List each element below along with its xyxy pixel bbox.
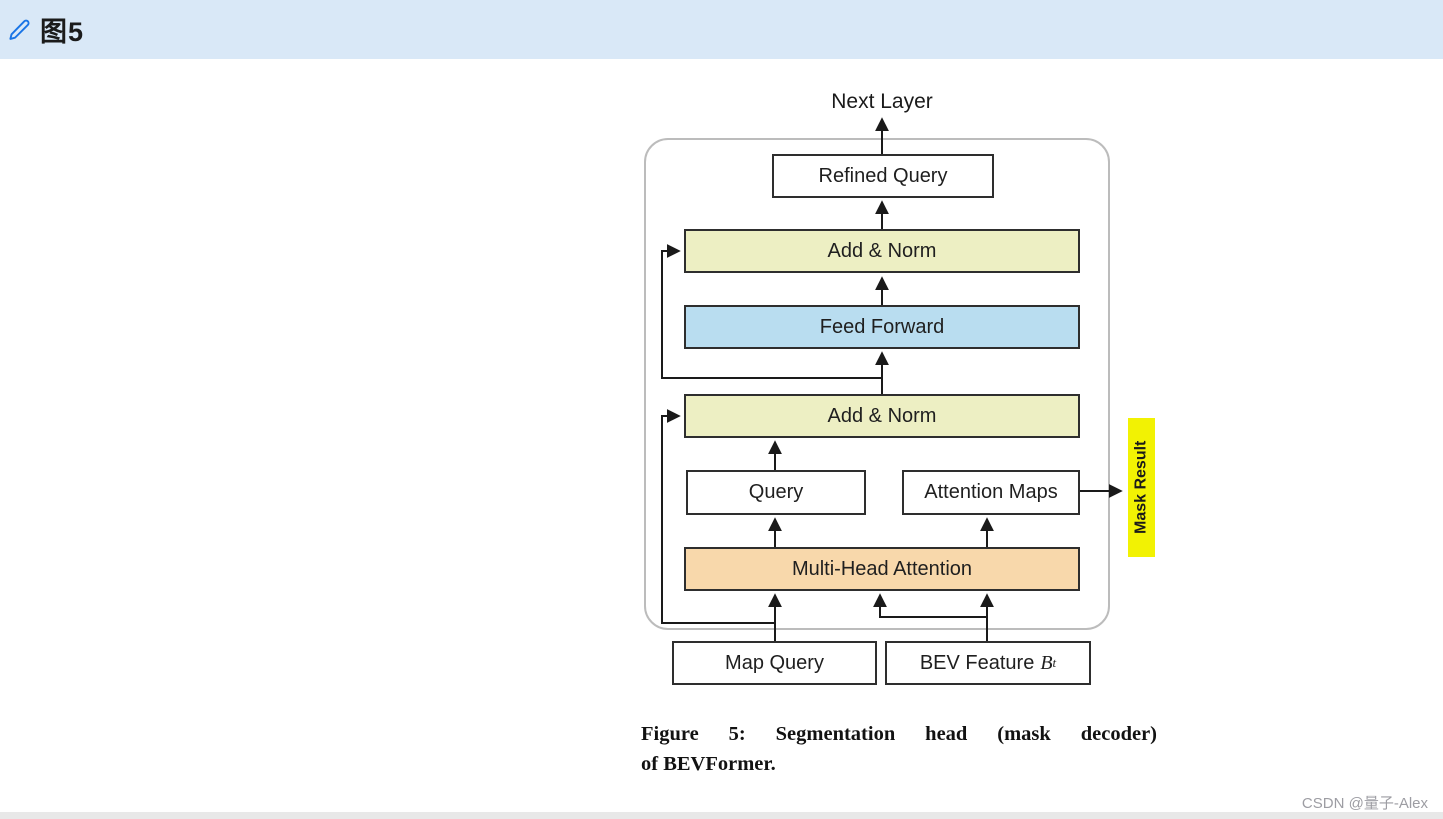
caption-line-2: of BEVFormer.: [641, 753, 776, 775]
add-norm-bottom-box: Add & Norm: [684, 394, 1080, 438]
edit-pencil-icon[interactable]: [6, 17, 32, 43]
map-query-box: Map Query: [672, 641, 877, 685]
bev-feature-symbol: B: [1040, 651, 1053, 674]
bev-feature-label: BEV Feature: [919, 651, 1035, 674]
figure-label: 图5: [40, 17, 85, 47]
mask-result-label: Mask Result: [1128, 418, 1155, 557]
bottom-divider: [0, 812, 1443, 819]
attention-maps-box: Attention Maps: [902, 470, 1080, 515]
feed-forward-box: Feed Forward: [684, 305, 1080, 349]
caption-line-1: Figure 5: Segmentation head (mask decode…: [641, 723, 1157, 745]
add-norm-top-box: Add & Norm: [684, 229, 1080, 273]
next-layer-label: Next Layer: [831, 90, 933, 113]
watermark: CSDN @量子-Alex: [1301, 795, 1428, 812]
bev-feature-subscript: t: [1052, 655, 1057, 670]
query-box: Query: [686, 470, 866, 515]
figure-caption: Figure 5: Segmentation head (mask decode…: [641, 719, 1157, 779]
decoder-layer-frame: [644, 138, 1110, 630]
refined-query-box: Refined Query: [772, 154, 994, 198]
figure-block-header: 图5: [0, 0, 1443, 59]
multi-head-attention-box: Multi-Head Attention: [684, 547, 1080, 591]
